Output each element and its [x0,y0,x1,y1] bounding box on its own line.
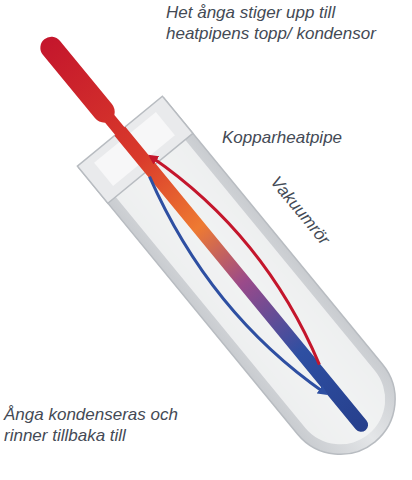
rising-vapour-arrow [150,145,335,364]
condensate-note: Ånga kondenseras och rinner tillbaka til… [4,404,189,446]
pipe-label: Kopparheatpipe [222,127,402,148]
copper-heatpipe [36,32,374,437]
vapour-note: Het ånga stiger upp till heatpipens topp… [166,2,402,44]
